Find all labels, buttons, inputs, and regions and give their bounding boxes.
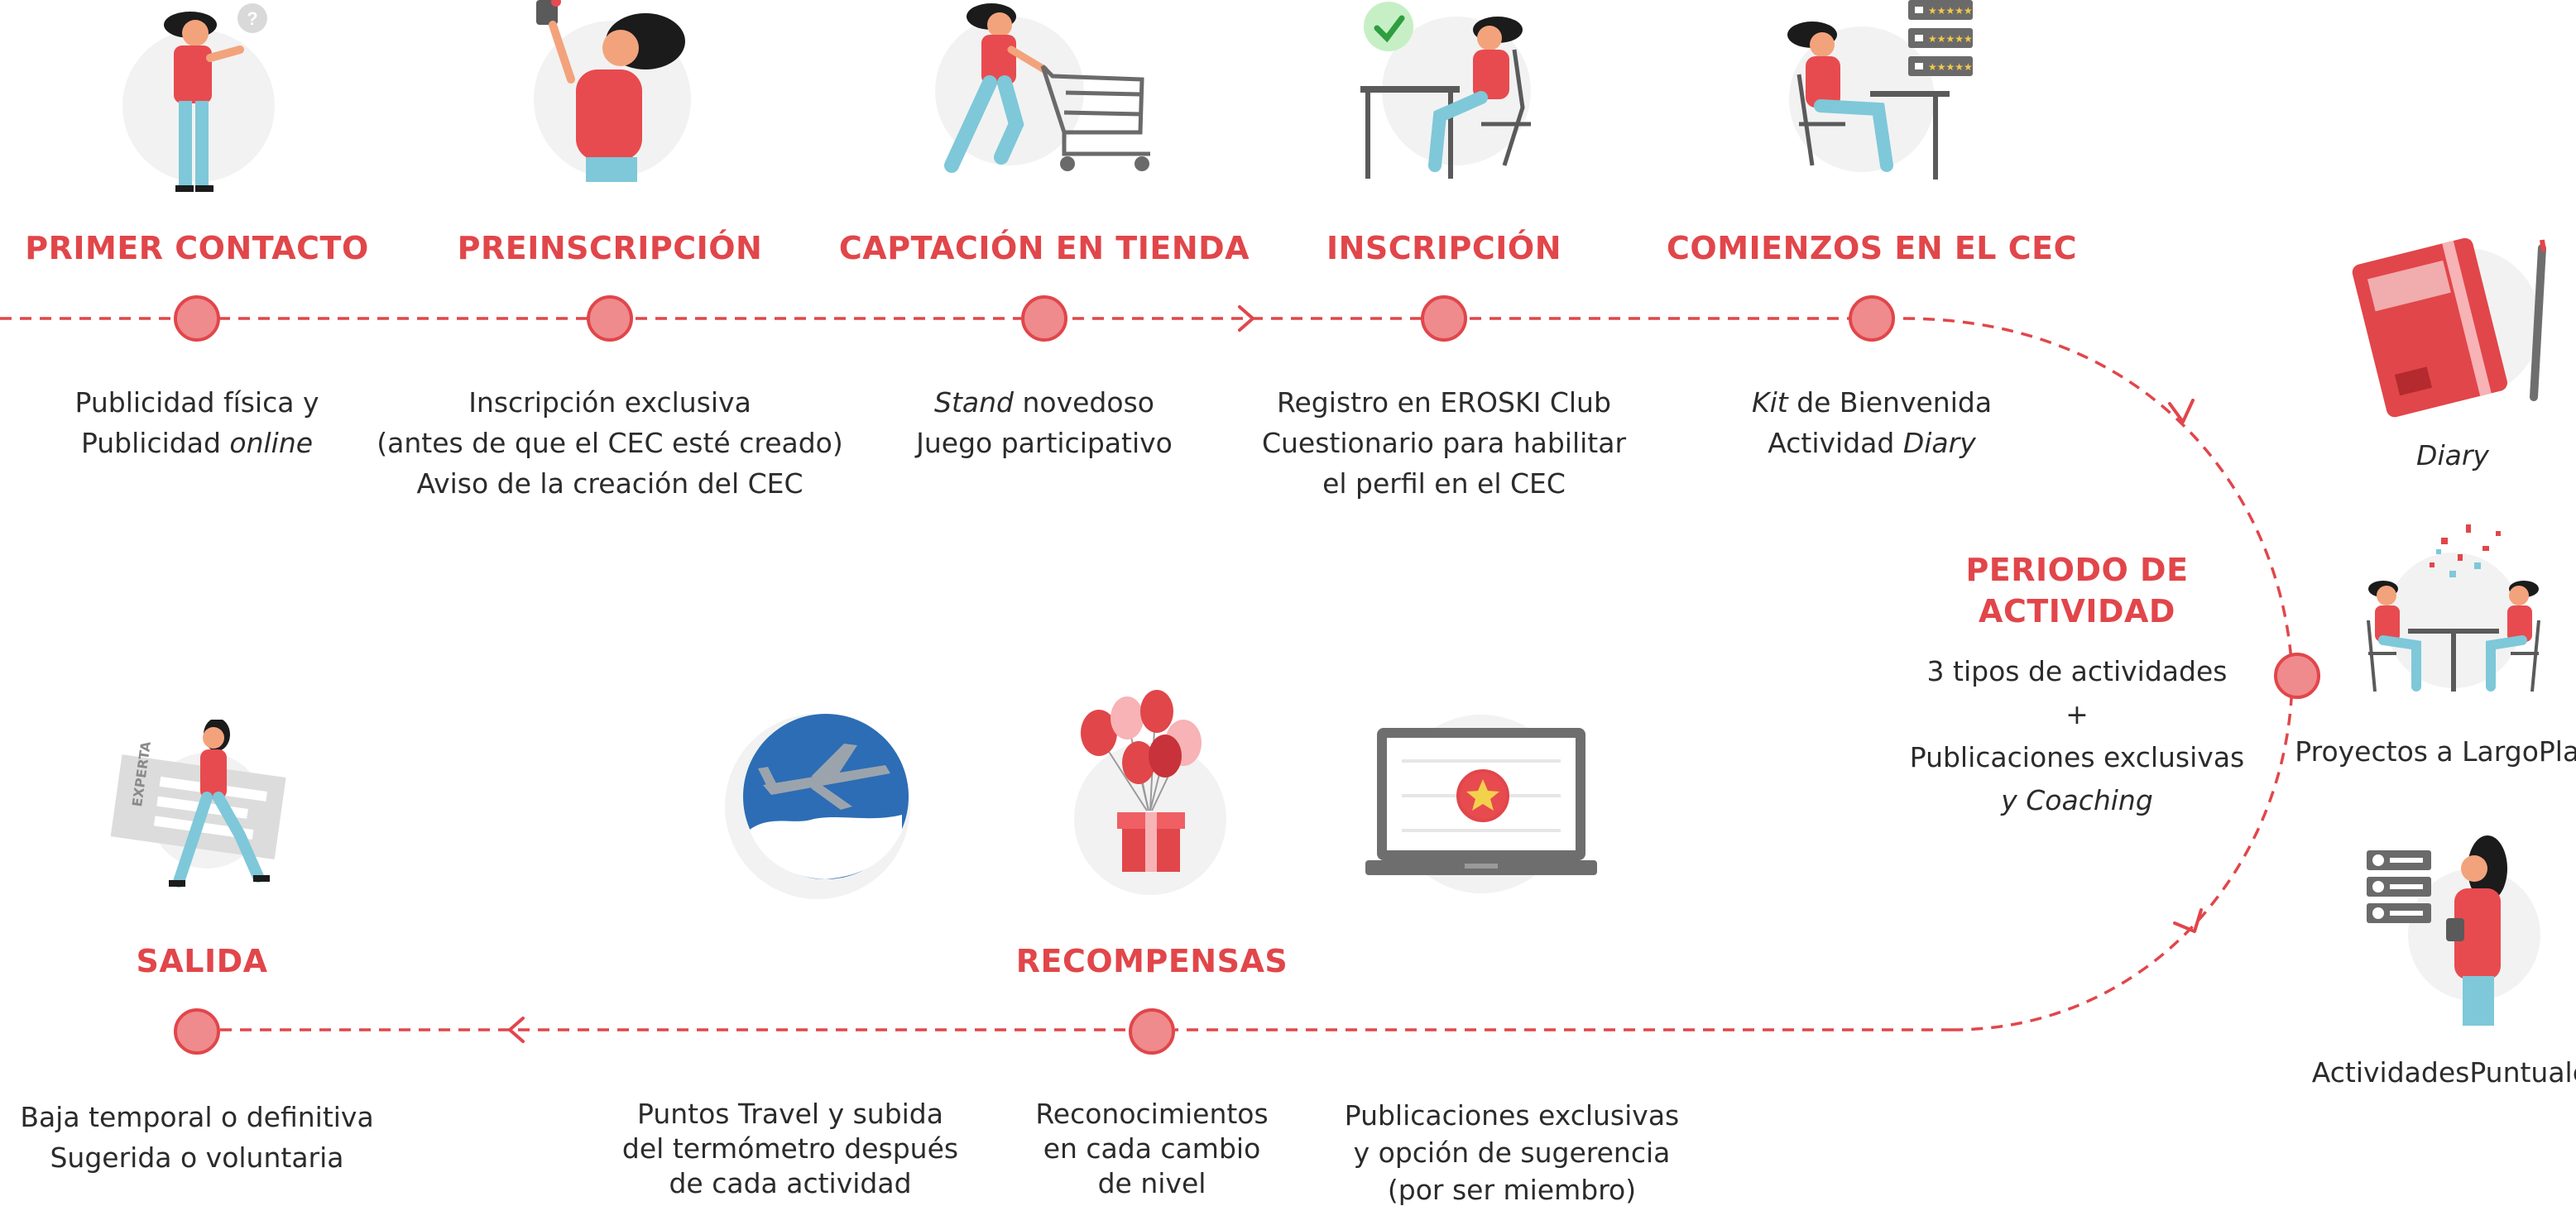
text-line: Plazo [2538, 735, 2576, 768]
text-line: y Coaching [2001, 784, 2153, 816]
stage-node-recompensas [1129, 1008, 1175, 1055]
stage-title-salida: SALIDA [136, 943, 268, 979]
stage-title-inscripcion: INSCRIPCIÓN [1326, 230, 1562, 266]
text-line: Aviso de la creación del CEC [416, 467, 804, 500]
stage-description-periodo-de-actividad: 3 tipos de actividades + Publicaciones exc… [1910, 650, 2245, 822]
arrow-right-icon [1238, 305, 1254, 332]
text-line: Sugerida o voluntaria [50, 1141, 344, 1174]
text-line: y opción de sugerencia [1353, 1137, 1671, 1169]
text-line: Baja temporal o definitiva [20, 1101, 374, 1133]
text-line: Publicidad online [80, 427, 314, 459]
stage-node-inscripcion [1421, 295, 1467, 342]
text-line: el perfil en el CEC [1322, 467, 1566, 500]
woman-walking-expert-icon: EXPERTA [108, 718, 290, 902]
stage-description-preinscripcion: Inscripción exclusiva (antes de que el CE… [377, 382, 842, 504]
text-line: Puntuales [2469, 1056, 2576, 1089]
text-line: en cada cambio [1043, 1132, 1261, 1165]
meeting-table-icon [2350, 513, 2557, 711]
text-line: + [2065, 698, 2089, 730]
woman-asking-icon: ? [108, 0, 298, 199]
laptop-star-icon [1365, 711, 1597, 902]
stage-node-comienzos-en-el-cec [1849, 295, 1895, 342]
text-line: Publicidad física y [74, 386, 319, 419]
text-line: Diary [2416, 439, 2489, 471]
svg-text:★★★★★: ★★★★★ [1928, 5, 1973, 17]
woman-shopping-cart-icon [919, 0, 1175, 182]
stage-title-captacion-en-tienda: CAPTACIÓN EN TIENDA [838, 230, 1250, 266]
svg-text:★★★★★: ★★★★★ [1928, 33, 1973, 45]
text-line: 3 tipos de actividades [1926, 655, 2228, 687]
stage-title-comienzos-en-el-cec: COMIENZOS EN EL CEC [1667, 230, 2077, 266]
stage-title-preinscripcion: PREINSCRIPCIÓN [457, 230, 763, 266]
woman-checklist-icon [2350, 835, 2557, 1034]
stage-node-captacion-en-tienda [1021, 295, 1067, 342]
arrow-down-icon-2 [2173, 908, 2203, 933]
text-line: Actividad Diary [1768, 427, 1976, 459]
text-line: Reconocimientos [1035, 1098, 1269, 1130]
activity-title-line-2: ACTIVIDAD [1979, 593, 2175, 629]
airplane-badge-icon [720, 707, 919, 906]
woman-raising-hand-icon [521, 0, 712, 190]
stage-title-periodo-de-actividad: PERIODO DE ACTIVIDAD [1965, 549, 2188, 632]
stage-title-recompensas: RECOMPENSAS [1015, 943, 1288, 979]
arrow-left-icon [508, 1017, 525, 1043]
woman-laptop-ratings-icon: ★★★★★ ★★★★★ ★★★★★ [1763, 0, 1978, 190]
text-line: Kit de Bienvenida [1751, 386, 1993, 419]
svg-text:?: ? [247, 8, 257, 29]
text-line: Proyectos a Largo [2295, 735, 2539, 768]
woman-desk-checkmark-icon [1349, 0, 1547, 190]
reward-description-publicaciones: Publicaciones exclusivas y opción de suge… [1345, 1097, 1680, 1206]
text-line: Actividades [2311, 1056, 2470, 1089]
stage-description-primer-contacto: Publicidad física y Publicidad online [75, 382, 319, 463]
text-line: Puntos Travel y subida [637, 1098, 943, 1130]
text-line: (antes de que el CEC esté creado) [377, 427, 843, 459]
activity-type-label-diary: Diary [2416, 438, 2489, 473]
curve-top-to-activity [1902, 317, 2294, 675]
stage-node-preinscripcion [587, 295, 633, 342]
stage-node-salida [174, 1008, 220, 1055]
stage-node-primer-contacto [174, 295, 220, 342]
stage-title-primer-contacto: PRIMER CONTACTO [25, 230, 369, 266]
text-line: Publicaciones exclusivas [1909, 741, 2245, 773]
text-line: de cada actividad [669, 1167, 912, 1199]
stage-node-periodo-de-actividad [2274, 653, 2320, 699]
diary-notebook-icon [2350, 232, 2557, 422]
text-line: de nivel [1097, 1167, 1206, 1199]
text-line: Publicaciones exclusivas [1344, 1099, 1680, 1132]
arrow-down-icon-1 [2168, 399, 2195, 424]
text-line: Stand novedoso [934, 386, 1154, 419]
balloons-gift-icon [1059, 687, 1241, 902]
svg-text:★★★★★: ★★★★★ [1928, 61, 1973, 73]
curve-activity-to-bottom [1952, 673, 2294, 1031]
text-line: Registro en EROSKI Club [1277, 386, 1611, 419]
activity-type-label-proyectos: Proyectos a LargoPlazo [2295, 735, 2576, 769]
text-line: (por ser miembro) [1387, 1174, 1637, 1206]
activity-title-line-1: PERIODO DE [1965, 552, 2189, 588]
activity-type-label-puntuales: ActividadesPuntuales [2312, 1055, 2576, 1090]
text-line: del termómetro después [621, 1132, 959, 1165]
text-line: Juego participativo [916, 427, 1173, 459]
text-line: Inscripción exclusiva [468, 386, 751, 419]
text-line: Cuestionario para habilitar [1261, 427, 1627, 459]
